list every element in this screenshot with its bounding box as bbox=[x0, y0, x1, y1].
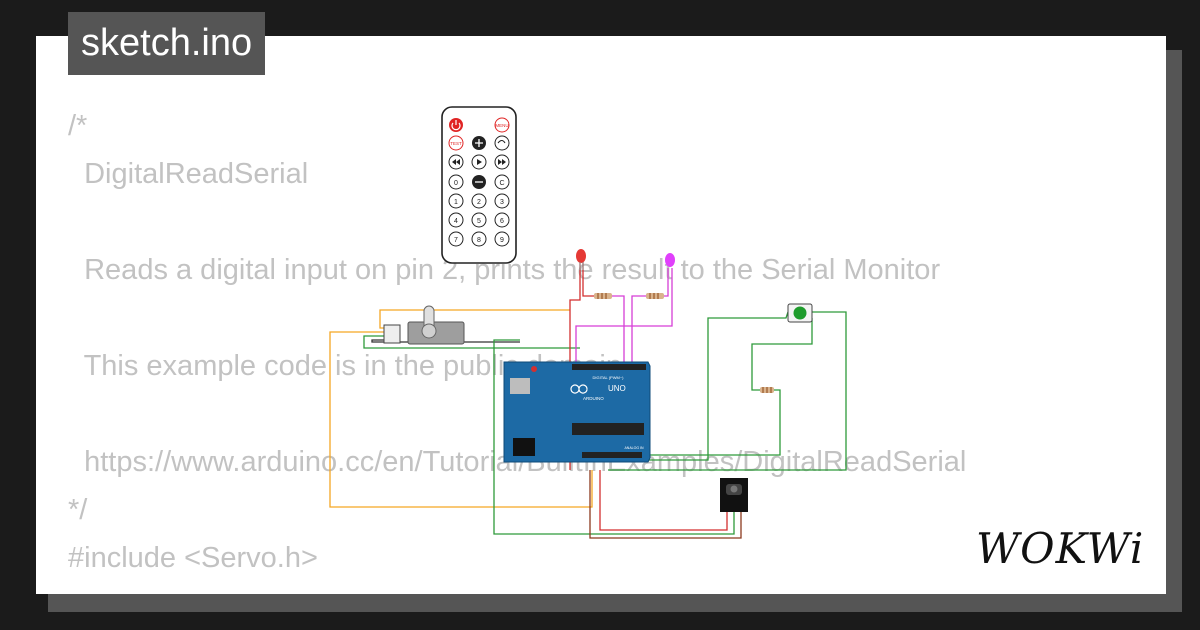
resistor-bands bbox=[649, 293, 659, 299]
key-label: 6 bbox=[500, 218, 504, 225]
atmega-chip bbox=[572, 423, 644, 435]
wokwi-logo: WOKWi bbox=[976, 524, 1145, 573]
resistor[interactable] bbox=[646, 293, 664, 299]
pushbutton[interactable] bbox=[787, 303, 813, 323]
wire-green bbox=[600, 389, 781, 456]
code-line: DigitalReadSerial bbox=[68, 158, 309, 190]
magenta-led[interactable] bbox=[665, 253, 675, 267]
resistor-body bbox=[594, 293, 612, 299]
key-3[interactable] bbox=[494, 193, 510, 209]
fast-forward-icon bbox=[498, 159, 506, 165]
code-line: #include <Servo.h> bbox=[68, 542, 318, 574]
wire-orange bbox=[379, 309, 570, 329]
code-line: Reads a digital input on pin 2, prints t… bbox=[68, 254, 941, 286]
code-line: #include <IRremote.h> bbox=[68, 582, 966, 594]
wire-magenta bbox=[631, 295, 646, 365]
wire-magenta bbox=[612, 295, 625, 365]
magenta-led-bulb bbox=[665, 253, 675, 267]
red-led-bulb bbox=[576, 249, 586, 263]
resistor[interactable] bbox=[760, 387, 774, 393]
servo-motor[interactable] bbox=[383, 305, 465, 345]
resistor[interactable] bbox=[594, 293, 612, 299]
test-button[interactable] bbox=[448, 135, 464, 151]
menu-button[interactable] bbox=[494, 117, 510, 133]
menu-label: MENU bbox=[495, 123, 508, 128]
key-6[interactable] bbox=[494, 212, 510, 228]
test-label: TEST bbox=[450, 141, 462, 146]
code-editor: /* DigitalReadSerial Reads a digital inp… bbox=[68, 102, 966, 594]
key-label: 7 bbox=[454, 237, 458, 244]
key-8[interactable] bbox=[471, 231, 487, 247]
key-label: 9 bbox=[500, 237, 504, 244]
plus-icon bbox=[475, 139, 483, 147]
wire-green bbox=[608, 455, 847, 471]
red-led[interactable] bbox=[576, 249, 586, 270]
code-line: */ bbox=[68, 494, 88, 526]
wire-green bbox=[493, 339, 735, 535]
key-1[interactable] bbox=[448, 193, 464, 209]
arduino-board bbox=[503, 361, 651, 463]
key-label: 1 bbox=[454, 199, 458, 206]
wire-green bbox=[610, 311, 789, 461]
wire-green bbox=[751, 318, 813, 391]
power-icon-glyph bbox=[451, 120, 461, 131]
wire-brown bbox=[589, 470, 742, 539]
key-label: C bbox=[499, 180, 504, 187]
usb-port bbox=[510, 378, 530, 394]
servo-connector bbox=[383, 324, 401, 344]
key-7[interactable] bbox=[448, 231, 464, 247]
key-0[interactable] bbox=[448, 174, 464, 190]
key-label: 5 bbox=[477, 218, 481, 225]
ir-remote[interactable]: MENU TEST 0 C 1 2 3 4 5 6 bbox=[441, 106, 517, 264]
back-button[interactable] bbox=[494, 135, 510, 151]
key-label: 2 bbox=[477, 199, 481, 206]
file-tab[interactable]: sketch.ino bbox=[68, 12, 266, 75]
resistor-bands bbox=[762, 387, 772, 393]
reset-button[interactable] bbox=[531, 366, 537, 372]
key-4[interactable] bbox=[448, 212, 464, 228]
code-line: /* bbox=[68, 110, 88, 142]
sketch-panel: /* DigitalReadSerial Reads a digital inp… bbox=[36, 36, 1166, 594]
uno-label: UNO bbox=[608, 384, 626, 393]
key-label: 8 bbox=[477, 237, 481, 244]
analog-label: ANALOG IN bbox=[624, 446, 644, 450]
resistor-bands bbox=[597, 293, 607, 299]
arduino-uno[interactable]: DIGITAL (PWM~) UNO ARDUINO ANALOG IN bbox=[503, 361, 651, 463]
back-icon bbox=[497, 139, 506, 144]
ir-receiver[interactable] bbox=[720, 478, 748, 512]
pushbutton-cap[interactable] bbox=[793, 306, 807, 320]
rewind-icon bbox=[452, 159, 460, 165]
wire-magenta bbox=[575, 268, 673, 365]
play-icon bbox=[477, 159, 482, 165]
resistor-body bbox=[646, 293, 664, 299]
arduino-label: ARDUINO bbox=[583, 396, 604, 401]
key-c[interactable] bbox=[494, 174, 510, 190]
key-label: 3 bbox=[500, 199, 504, 206]
wire-orange bbox=[329, 331, 593, 508]
key-label: 4 bbox=[454, 218, 458, 225]
key-label: 0 bbox=[454, 180, 458, 187]
ir-sensor-lens bbox=[730, 485, 738, 493]
wire-green bbox=[363, 335, 580, 349]
wire-red bbox=[582, 262, 594, 297]
digital-label: DIGITAL (PWM~) bbox=[593, 375, 625, 380]
wire-green bbox=[812, 311, 847, 455]
wires bbox=[329, 262, 847, 539]
digital-header bbox=[572, 364, 646, 370]
infinity-logo-icon bbox=[570, 384, 588, 394]
key-5[interactable] bbox=[471, 212, 487, 228]
key-2[interactable] bbox=[471, 193, 487, 209]
power-jack bbox=[513, 438, 535, 456]
analog-header bbox=[582, 452, 642, 458]
wire-red bbox=[599, 470, 728, 531]
wire-magenta bbox=[664, 268, 669, 297]
key-9[interactable] bbox=[494, 231, 510, 247]
servo-gear bbox=[421, 323, 437, 339]
